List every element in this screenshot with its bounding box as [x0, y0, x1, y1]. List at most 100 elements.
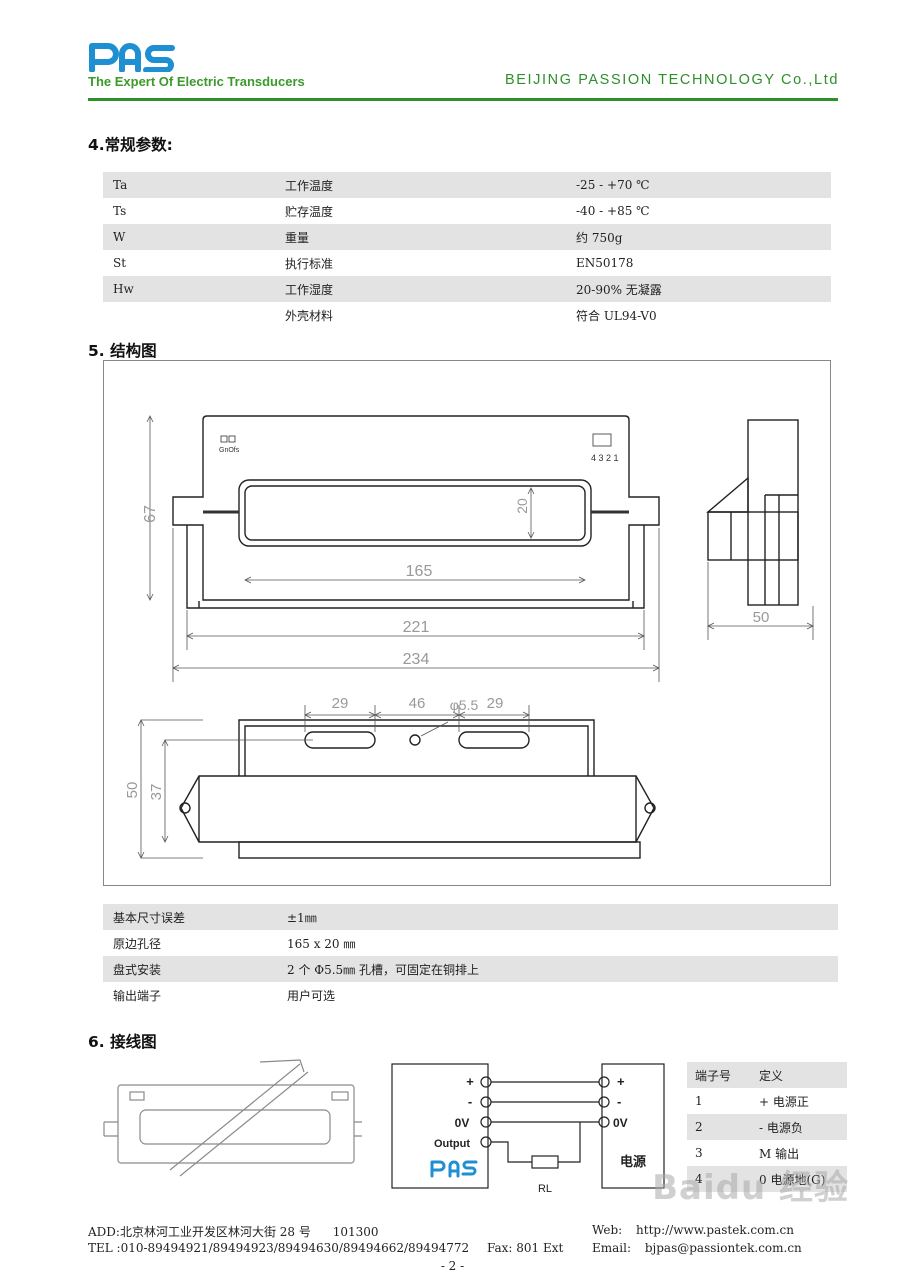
gain-offset-label: GnOfs [219, 447, 240, 454]
fax-text: Fax: 801 Ext [486, 1241, 564, 1255]
dim-29-left: 29 [332, 695, 349, 712]
param-row-name: 执行标准 [285, 256, 334, 271]
terminal-no: 1 [695, 1094, 703, 1108]
tel-text: TEL :010-89494921/89494923/89494630/8949… [88, 1241, 470, 1255]
section-5-heading: 5. 结构图 [88, 342, 157, 360]
load-resistor-label: RL [538, 1183, 552, 1195]
dim-165: 165 [406, 563, 433, 580]
param-row-value: 约 750g [566, 224, 831, 250]
company-name: BEIJING PASSION TECHNOLOGY Co.,Ltd [504, 72, 839, 88]
spec-row-value: 2 个 Φ5.5㎜ 孔槽，可固定在铜排上 [277, 956, 838, 982]
spec-row-value: ±1㎜ [277, 904, 838, 930]
param-row-symbol [103, 302, 275, 328]
section-6-heading: 6. 接线图 [88, 1033, 157, 1051]
terminal-def: + 电源正 [759, 1094, 809, 1109]
param-row-symbol: Ta [103, 172, 275, 198]
param-row-value: 20-90% 无凝露 [566, 276, 831, 302]
top-view [179, 719, 656, 859]
dim-221: 221 [403, 619, 430, 636]
wiring-photo-sketch [103, 1059, 362, 1177]
param-row-value: 符合 UL94-V0 [576, 308, 657, 323]
structure-drawing-frame [103, 360, 831, 886]
param-row-symbol: W [103, 224, 275, 250]
output-label: Output [434, 1138, 470, 1150]
side-view [706, 419, 799, 606]
terminal-row: 2- 电源负 [687, 1114, 847, 1140]
terminal-header-cell: 端子号 [687, 1062, 751, 1088]
page-number: - 2 - [440, 1259, 465, 1273]
param-row-name: 工作湿度 [275, 276, 566, 302]
terminal-def: 0 电源地(G) [751, 1166, 847, 1192]
dim-50-side: 50 [753, 609, 770, 626]
email-link[interactable]: bjpas@passiontek.com.cn [644, 1241, 802, 1255]
param-row: St 执行标准 EN50178 [103, 250, 831, 276]
address-text: ADD:北京林河工业开发区林河大街 28 号 [88, 1225, 311, 1239]
dim-phi-5-5: φ5.5 [450, 697, 479, 713]
structure-drawing: GnOfs 4 3 2 1 67 20 165 221 234 50 [124, 415, 814, 859]
email-label: Email: [592, 1241, 632, 1255]
footer-address: ADD:北京林河工业开发区林河大街 28 号 101300 [88, 1223, 379, 1240]
supply-0v-label: 0V [613, 1116, 628, 1130]
footer-phone: TEL :010-89494921/89494923/89494630/8949… [88, 1241, 563, 1255]
dim-46: 46 [409, 695, 426, 712]
param-row-name: 工作温度 [275, 172, 566, 198]
terminal-no: 2 [687, 1114, 751, 1140]
out-0v-label: 0V [455, 1116, 470, 1130]
spec-row: 输出端子用户可选 [103, 982, 838, 1008]
spec-row-name: 原边孔径 [113, 936, 162, 951]
terminal-block-icon [592, 433, 612, 447]
terminal-numbers: 4 3 2 1 [591, 453, 619, 463]
dim-29-right: 29 [487, 695, 504, 712]
spec-row: 原边孔径 165 x 20 ㎜ [103, 930, 838, 956]
param-row-value: -40 - +85 ℃ [576, 204, 650, 218]
web-label: Web: [592, 1223, 623, 1237]
param-row: Ts 贮存温度 -40 - +85 ℃ [103, 198, 831, 224]
param-row-name: 重量 [275, 224, 566, 250]
footer-email: Email: bjpas@passiontek.com.cn [592, 1241, 802, 1255]
gain-offset-pots-icon [220, 435, 236, 443]
dim-50-bottom: 50 [124, 782, 141, 799]
param-row-symbol: Ts [113, 204, 127, 218]
terminal-def: M 输出 [759, 1146, 800, 1161]
pas-logo-small [430, 1160, 478, 1178]
param-row-symbol: St [113, 256, 127, 270]
supply-minus-label: - [617, 1094, 621, 1109]
footer-web: Web: http://www.pastek.com.cn [592, 1223, 794, 1237]
supply-label: 电源 [620, 1154, 646, 1169]
param-row: 外壳材料 符合 UL94-V0 [103, 302, 831, 328]
pas-logo [89, 43, 175, 72]
out-minus-label: - [468, 1094, 472, 1109]
dim-234: 234 [403, 651, 430, 668]
spec-row-value: 165 x 20 ㎜ [287, 936, 356, 951]
spec-row: 基本尺寸误差±1㎜ [103, 904, 838, 930]
param-row-symbol: Hw [103, 276, 275, 302]
supply-plus-label: + [617, 1074, 625, 1089]
web-link[interactable]: http://www.pastek.com.cn [636, 1223, 794, 1237]
terminal-no: 3 [695, 1146, 703, 1160]
terminal-def: - 电源负 [751, 1114, 847, 1140]
param-row-name: 外壳材料 [285, 308, 334, 323]
param-row-value: -25 - +70 ℃ [566, 172, 831, 198]
spec-row-name: 盘式安装 [103, 956, 277, 982]
wiring-circuit-diagram: + - 0V Output + - 0V 电源 RL [391, 1063, 665, 1195]
terminal-header-cell: 定义 [751, 1062, 847, 1088]
dim-37: 37 [148, 784, 165, 801]
param-row-name: 贮存温度 [285, 204, 334, 219]
header-divider [88, 98, 838, 101]
spec-row-name: 输出端子 [113, 988, 162, 1003]
front-body-outline [172, 415, 660, 601]
baidu-watermark: Baidu 经验 [652, 1168, 849, 1208]
section-4-heading: 4.常规参数: [88, 136, 173, 154]
terminal-header-row: 端子号定义 [687, 1062, 847, 1088]
terminal-row: 1 + 电源正 [687, 1088, 847, 1114]
spec-row-name: 基本尺寸误差 [103, 904, 277, 930]
dim-67: 67 [142, 505, 159, 523]
param-row-value: EN50178 [576, 256, 634, 270]
dim-20: 20 [514, 498, 530, 514]
